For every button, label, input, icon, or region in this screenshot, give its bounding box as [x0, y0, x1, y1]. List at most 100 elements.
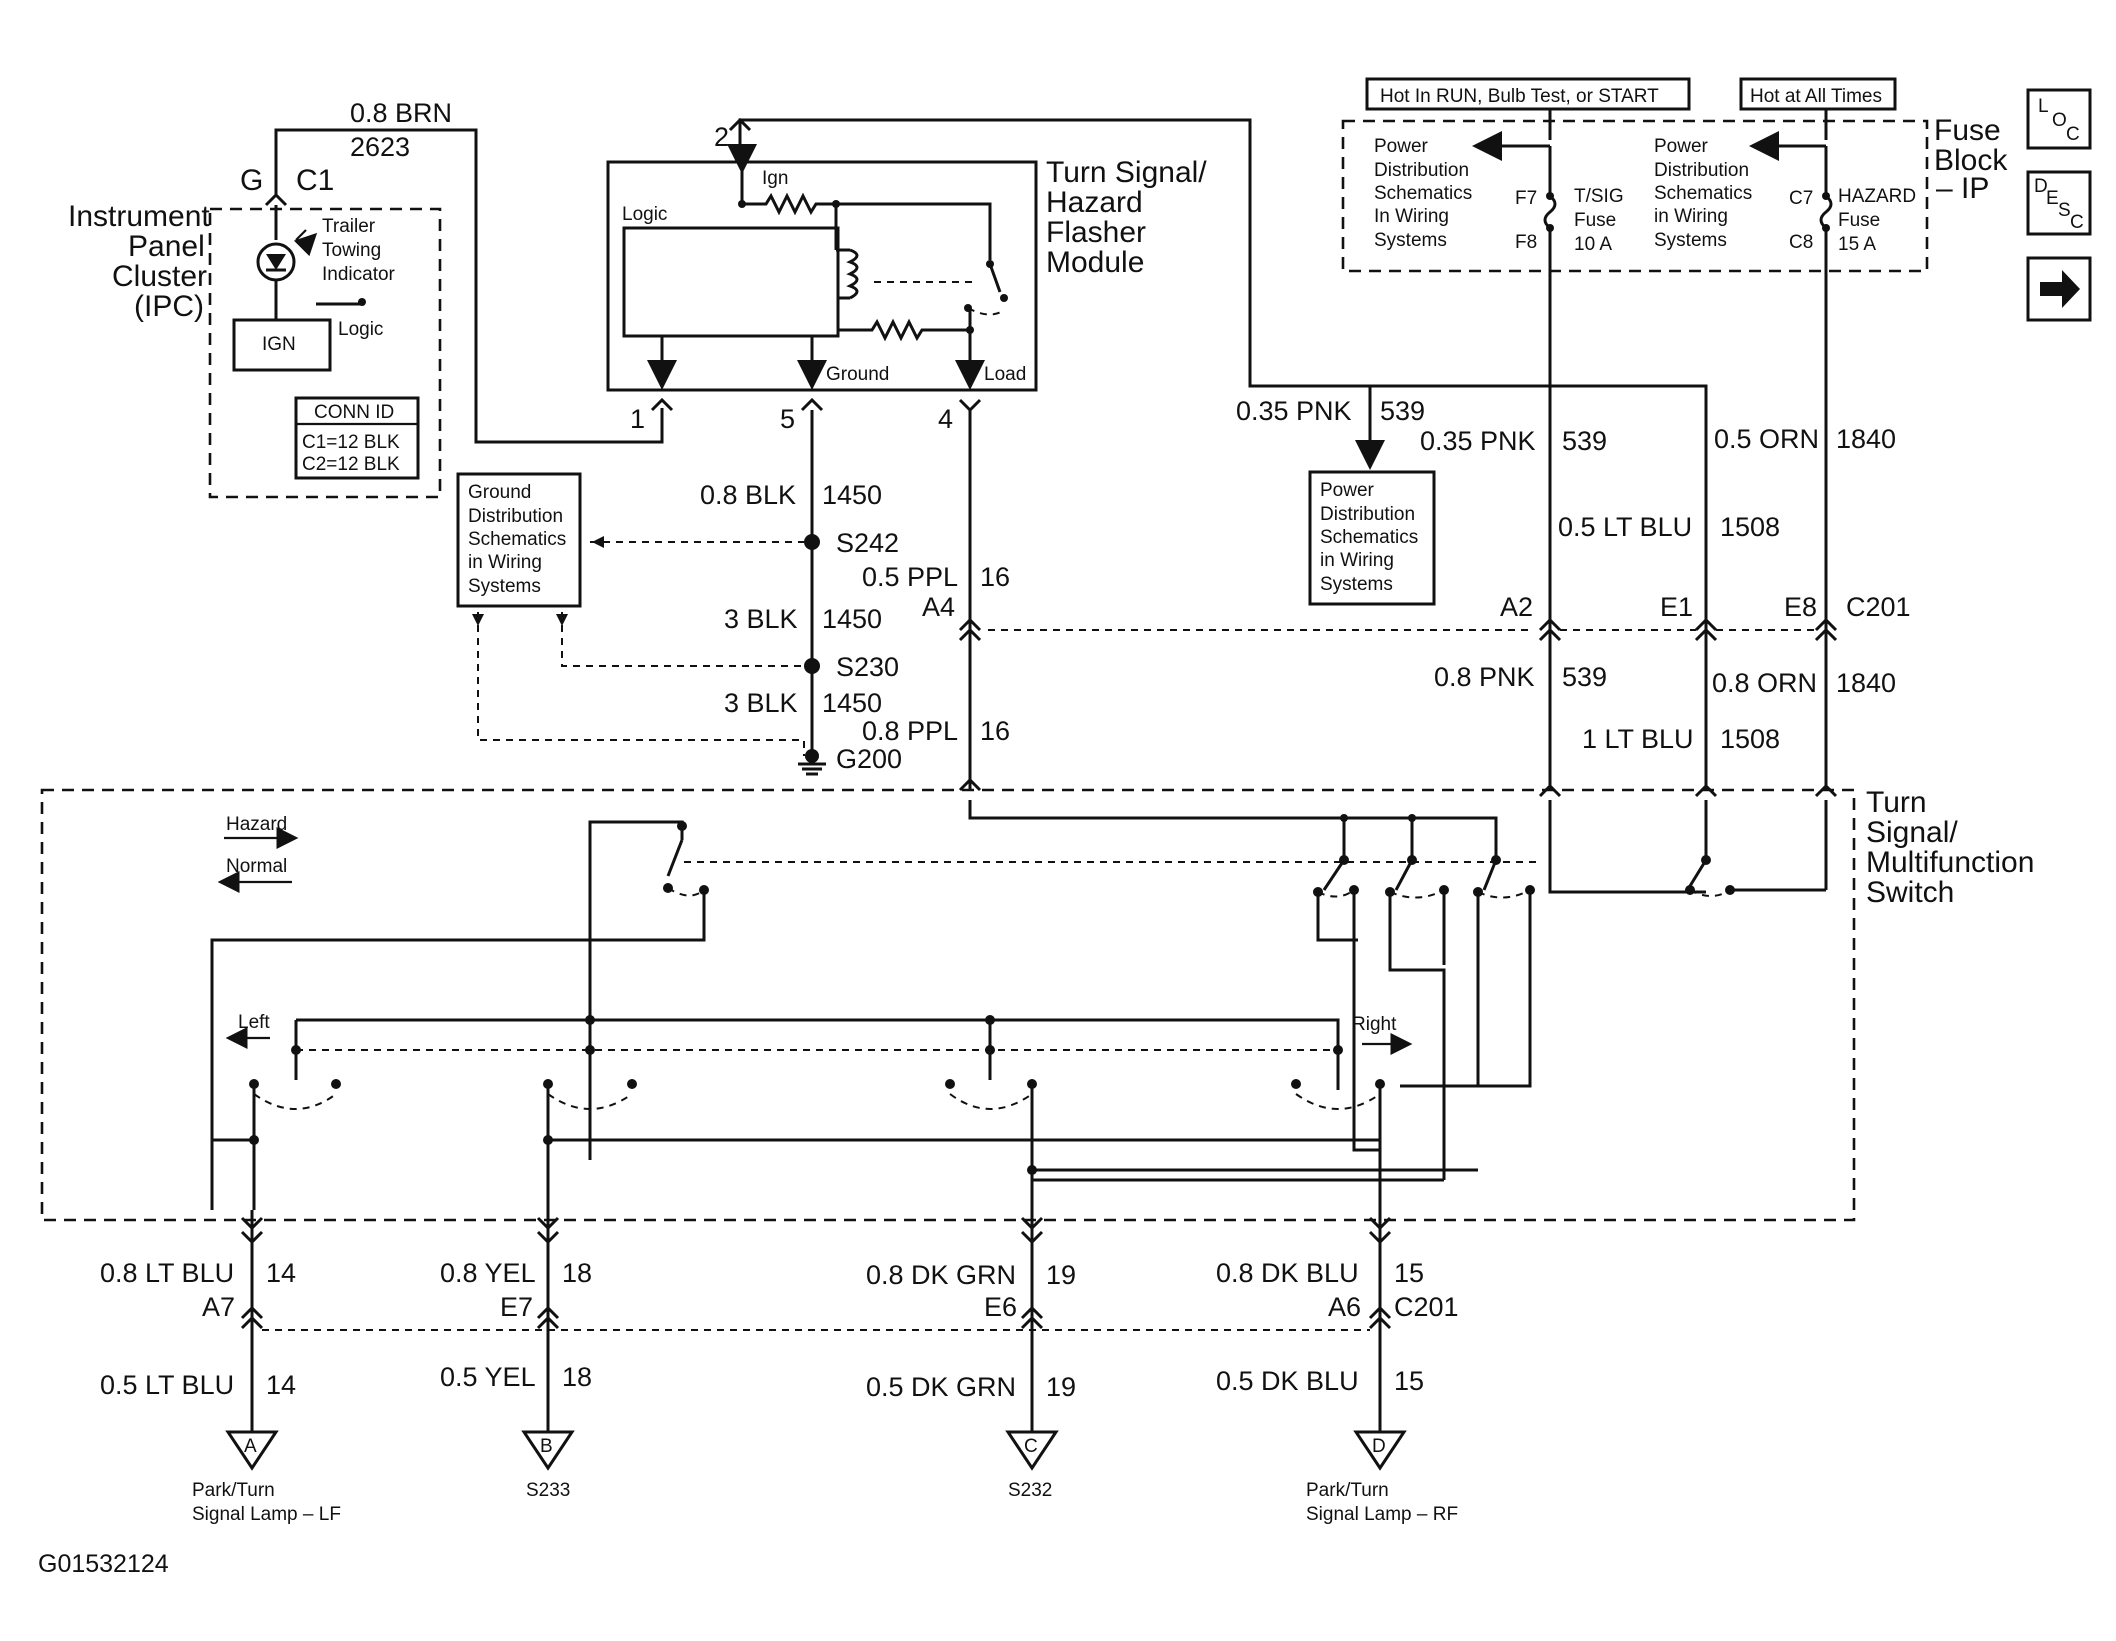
svg-text:Systems: Systems: [1374, 230, 1447, 251]
svg-text:3 BLK: 3 BLK: [724, 688, 798, 718]
svg-text:Schematics: Schematics: [1320, 527, 1418, 548]
svg-text:Left: Left: [238, 1012, 270, 1033]
svg-text:Hazard: Hazard: [226, 814, 287, 835]
svg-text:0.5 LT BLU: 0.5 LT BLU: [1558, 512, 1692, 542]
output-s233: 0.8 YEL 18 E7 0.5 YEL 18 B S233: [440, 1210, 592, 1501]
svg-text:4: 4: [938, 404, 953, 434]
loc-button[interactable]: L O C: [2026, 88, 2092, 150]
svg-text:Power: Power: [1374, 136, 1429, 157]
svg-text:Instrument: Instrument: [68, 200, 210, 233]
svg-text:539: 539: [1380, 396, 1425, 426]
desc-button[interactable]: D E S C: [2026, 170, 2092, 236]
figure-id: G01532124: [38, 1550, 169, 1578]
svg-text:Distribution: Distribution: [1320, 504, 1415, 525]
svg-text:0.8 PPL: 0.8 PPL: [862, 716, 958, 746]
svg-text:Ground: Ground: [826, 364, 889, 385]
pdist-left-text: Power Distribution Schematics In Wiring …: [1374, 136, 1472, 251]
svg-text:0.35 PNK: 0.35 PNK: [1420, 426, 1536, 456]
svg-text:0.35 PNK: 0.35 PNK: [1236, 396, 1352, 426]
svg-text:2: 2: [714, 122, 729, 152]
brn-gauge-label: 0.8 BRN: [350, 98, 452, 128]
right-arrow-icon: [2040, 270, 2080, 308]
svg-text:Fuse: Fuse: [1574, 210, 1616, 231]
svg-text:Power: Power: [1654, 136, 1709, 157]
svg-text:5: 5: [780, 404, 795, 434]
svg-text:C7: C7: [1789, 188, 1813, 209]
svg-text:Signal/: Signal/: [1866, 816, 1958, 849]
svg-text:A7: A7: [202, 1292, 235, 1322]
svg-text:E: E: [2046, 188, 2059, 209]
svg-text:1450: 1450: [822, 480, 882, 510]
svg-text:– IP: – IP: [1936, 172, 1989, 205]
svg-text:0.5 PPL: 0.5 PPL: [862, 562, 958, 592]
svg-text:Systems: Systems: [468, 576, 541, 597]
hot-run-label: Hot In RUN, Bulb Test, or START: [1365, 77, 1691, 111]
svg-text:Schematics: Schematics: [468, 529, 566, 550]
svg-text:10 A: 10 A: [1574, 234, 1612, 255]
svg-text:C2=12 BLK: C2=12 BLK: [302, 454, 400, 475]
svg-text:0.8 ORN: 0.8 ORN: [1712, 668, 1817, 698]
svg-text:Load: Load: [984, 364, 1026, 385]
conn-id-table: CONN ID C1=12 BLK C2=12 BLK: [294, 396, 420, 480]
svg-text:19: 19: [1046, 1372, 1076, 1402]
svg-text:Cluster: Cluster: [112, 260, 207, 293]
svg-text:Module: Module: [1046, 246, 1144, 279]
svg-text:Systems: Systems: [1654, 230, 1727, 251]
svg-text:0.8 DK BLU: 0.8 DK BLU: [1216, 1258, 1359, 1288]
svg-text:Flasher: Flasher: [1046, 216, 1146, 249]
svg-text:Normal: Normal: [226, 856, 287, 877]
svg-text:0.5 LT BLU: 0.5 LT BLU: [100, 1370, 234, 1400]
svg-text:0.8 DK GRN: 0.8 DK GRN: [866, 1260, 1016, 1290]
next-arrow-button[interactable]: [2026, 256, 2092, 322]
ground-distribution-box: Ground Distribution Schematics in Wiring…: [456, 472, 582, 608]
svg-text:Turn: Turn: [1866, 786, 1927, 819]
svg-text:19: 19: [1046, 1260, 1076, 1290]
brn-circuit-label: 2623: [350, 132, 410, 162]
svg-text:(IPC): (IPC): [134, 290, 204, 323]
svg-text:Ground: Ground: [468, 482, 531, 503]
svg-text:Hot In RUN, Bulb Test, or STAR: Hot In RUN, Bulb Test, or START: [1380, 86, 1659, 107]
svg-text:18: 18: [562, 1362, 592, 1392]
svg-text:G: G: [240, 164, 263, 197]
svg-text:In Wiring: In Wiring: [1374, 206, 1449, 227]
svg-text:14: 14: [266, 1258, 296, 1288]
svg-text:1 LT BLU: 1 LT BLU: [1582, 724, 1694, 754]
s230-splice: [804, 658, 820, 674]
svg-text:A6: A6: [1328, 1292, 1361, 1322]
svg-text:Ign: Ign: [762, 168, 788, 189]
svg-text:in Wiring: in Wiring: [468, 552, 542, 573]
svg-text:C: C: [2066, 124, 2080, 145]
svg-text:1450: 1450: [822, 604, 882, 634]
svg-text:Power: Power: [1320, 480, 1375, 501]
svg-text:Turn Signal/: Turn Signal/: [1046, 156, 1207, 189]
output-lf: 0.8 LT BLU 14 A7 0.5 LT BLU 14 A Park/Tu…: [100, 1210, 341, 1525]
hazard-fuse: C7 C8 HAZARD Fuse 15 A: [1789, 146, 1916, 275]
svg-text:0.5 DK GRN: 0.5 DK GRN: [866, 1372, 1016, 1402]
svg-text:Logic: Logic: [338, 319, 383, 340]
svg-text:1: 1: [630, 404, 645, 434]
svg-text:E8: E8: [1784, 592, 1817, 622]
svg-text:C8: C8: [1789, 232, 1813, 253]
svg-text:16: 16: [980, 716, 1010, 746]
svg-text:IGN: IGN: [262, 334, 296, 355]
svg-text:0.5 DK BLU: 0.5 DK BLU: [1216, 1366, 1359, 1396]
svg-text:C1=12 BLK: C1=12 BLK: [302, 432, 400, 453]
svg-text:S242: S242: [836, 528, 899, 558]
svg-text:Distribution: Distribution: [1654, 160, 1749, 181]
svg-text:15 A: 15 A: [1838, 234, 1876, 255]
svg-text:Systems: Systems: [1320, 574, 1393, 595]
svg-text:Fuse: Fuse: [1838, 210, 1880, 231]
svg-text:Fuse: Fuse: [1934, 114, 2001, 147]
svg-text:T/SIG: T/SIG: [1574, 186, 1624, 207]
svg-text:1508: 1508: [1720, 724, 1780, 754]
power-distribution-box: Power Distribution Schematics in Wiring …: [1308, 470, 1436, 606]
svg-text:E7: E7: [500, 1292, 533, 1322]
svg-text:S232: S232: [1008, 1480, 1052, 1501]
svg-text:16: 16: [980, 562, 1010, 592]
svg-text:E6: E6: [984, 1292, 1017, 1322]
multifunction-switch: Turn Signal/ Multifunction Switch Hazard…: [40, 786, 2034, 1222]
svg-text:Hot at All Times: Hot at All Times: [1750, 86, 1882, 107]
tsig-fuse: F7 F8 T/SIG Fuse 10 A: [1515, 146, 1624, 380]
trailer-indicator-icon: [256, 230, 314, 282]
